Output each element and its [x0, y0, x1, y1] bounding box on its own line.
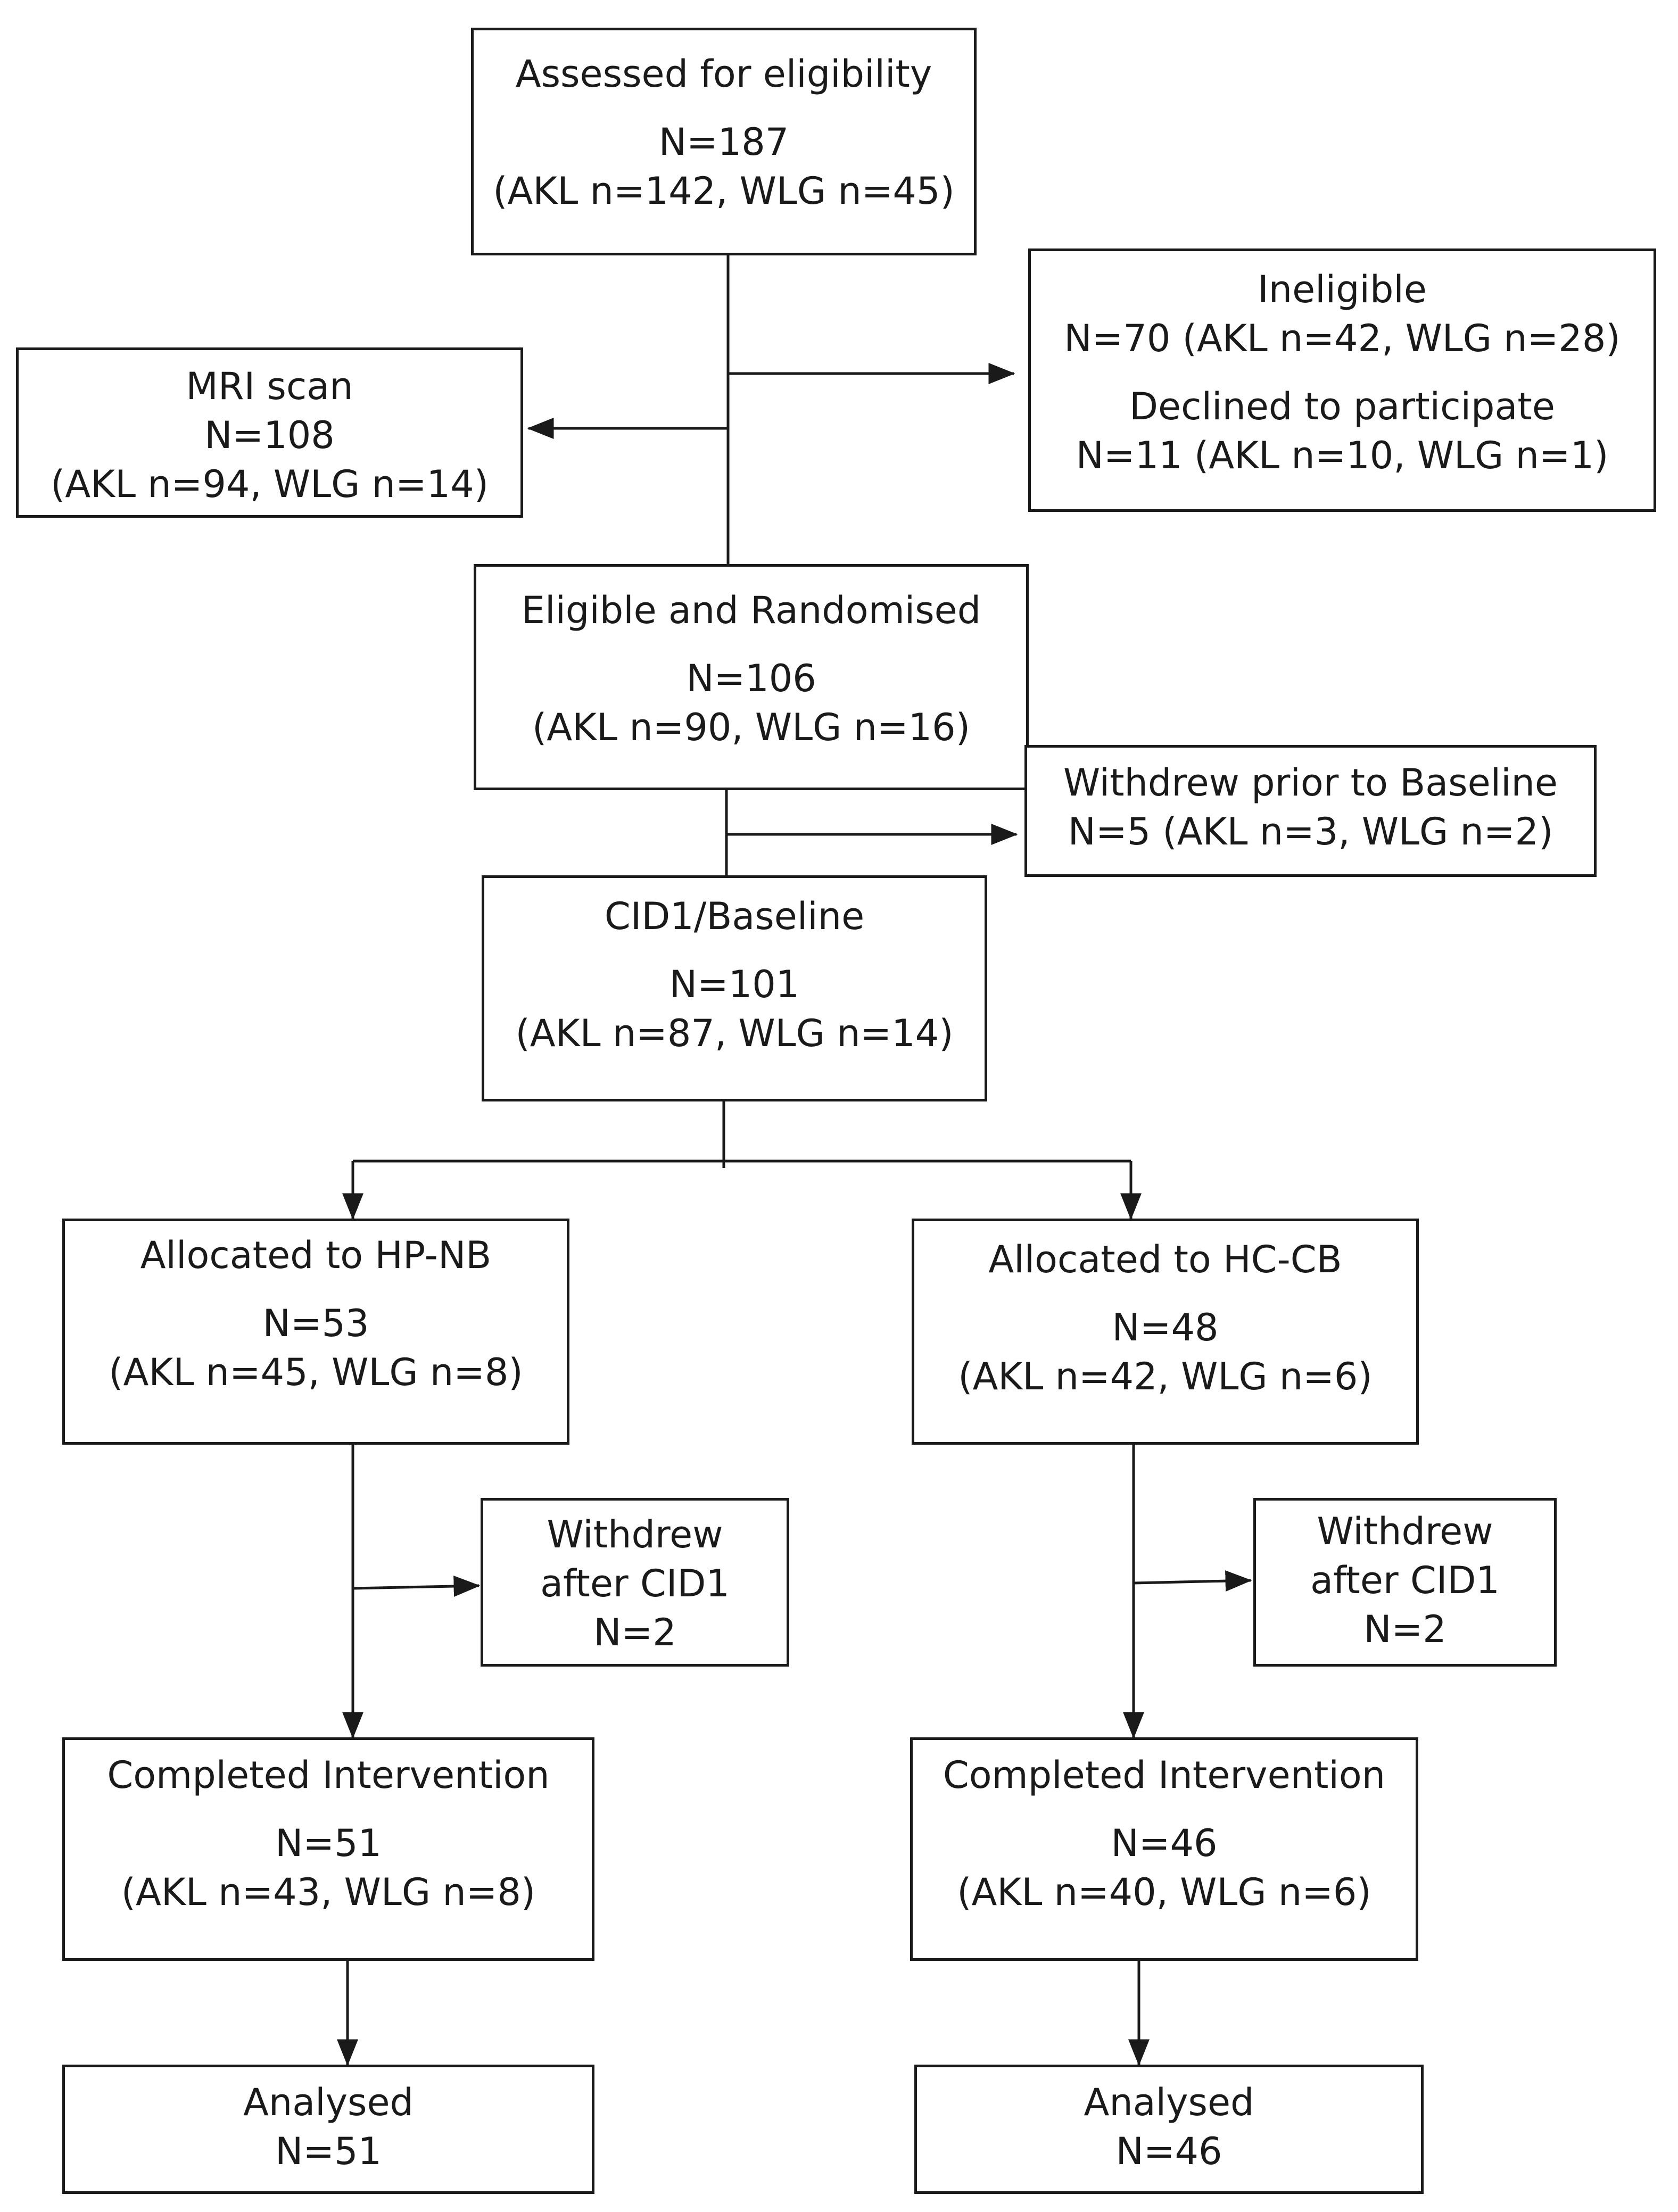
- cid1-split: (AKL n=87, WLG n=14): [515, 1012, 954, 1055]
- assessed-box: Assessed for eligibility N=187 (AKL n=14…: [471, 28, 977, 255]
- hpnb-allocated-box: Allocated to HP-NB N=53 (AKL n=45, WLG n…: [62, 1219, 569, 1445]
- hpnb-withdrew-total: N=2: [593, 1611, 676, 1654]
- hpnb-withdrew-line2: after CID1: [540, 1562, 730, 1605]
- withdrew-baseline-title: Withdrew prior to Baseline: [1063, 761, 1558, 805]
- hccb-withdrew-line1: Withdrew: [1317, 1510, 1493, 1553]
- assessed-title: Assessed for eligibility: [515, 52, 932, 96]
- hccb-completed-box: Completed Intervention N=46 (AKL n=40, W…: [910, 1737, 1418, 1961]
- declined-total: N=11 (AKL n=10, WLG n=1): [1076, 434, 1609, 477]
- hpnb-allocated-title: Allocated to HP-NB: [140, 1233, 492, 1277]
- mri-title: MRI scan: [186, 364, 353, 408]
- hpnb-analysed-total: N=51: [275, 2130, 382, 2173]
- cid1-title: CID1/Baseline: [604, 894, 865, 938]
- hpnb-completed-split: (AKL n=43, WLG n=8): [121, 1870, 536, 1914]
- hpnb-withdrew-line1: Withdrew: [547, 1513, 723, 1556]
- arrow-to-hccb-withdrew: [1133, 1570, 1252, 1592]
- hccb-completed-title: Completed Intervention: [943, 1753, 1386, 1797]
- hccb-withdrew-total: N=2: [1363, 1608, 1446, 1651]
- hccb-withdrew-box: Withdrew after CID1 N=2: [1253, 1498, 1557, 1667]
- eligible-box: Eligible and Randomised N=106 (AKL n=90,…: [474, 564, 1029, 790]
- assessed-split: (AKL n=142, WLG n=45): [493, 169, 955, 213]
- eligible-split: (AKL n=90, WLG n=16): [532, 706, 971, 749]
- cid1-total: N=101: [669, 963, 800, 1006]
- ineligible-total: N=70 (AKL n=42, WLG n=28): [1064, 317, 1621, 360]
- hpnb-allocated-split: (AKL n=45, WLG n=8): [109, 1351, 523, 1394]
- eligible-total: N=106: [686, 657, 816, 700]
- arrow-to-hpnb-withdrew: [352, 1576, 481, 1597]
- hccb-allocated-title: Allocated to HC-CB: [988, 1238, 1342, 1281]
- hccb-allocated-split: (AKL n=42, WLG n=6): [958, 1355, 1373, 1398]
- hpnb-completed-title: Completed Intervention: [107, 1753, 550, 1797]
- ineligible-title: Ineligible: [1258, 268, 1427, 311]
- hpnb-completed-total: N=51: [275, 1821, 382, 1865]
- assessed-total: N=187: [658, 120, 789, 164]
- mri-split: (AKL n=94, WLG n=14): [50, 462, 489, 506]
- hccb-allocated-box: Allocated to HC-CB N=48 (AKL n=42, WLG n…: [912, 1219, 1419, 1445]
- hccb-analysed-title: Analysed: [1084, 2081, 1254, 2124]
- hccb-completed-split: (AKL n=40, WLG n=6): [957, 1870, 1371, 1914]
- ineligible-box: Ineligible N=70 (AKL n=42, WLG n=28) Dec…: [1028, 248, 1656, 512]
- hccb-analysed-box: Analysed N=46: [914, 2065, 1424, 2194]
- hpnb-withdrew-box: Withdrew after CID1 N=2: [481, 1498, 789, 1667]
- withdrew-baseline-total: N=5 (AKL n=3, WLG n=2): [1068, 810, 1553, 854]
- mri-box: MRI scan N=108 (AKL n=94, WLG n=14): [16, 347, 523, 518]
- hccb-completed-total: N=46: [1111, 1821, 1218, 1865]
- declined-title: Declined to participate: [1129, 385, 1555, 428]
- withdrew-baseline-box: Withdrew prior to Baseline N=5 (AKL n=3,…: [1024, 745, 1597, 877]
- hccb-allocated-total: N=48: [1112, 1306, 1219, 1349]
- cid1-box: CID1/Baseline N=101 (AKL n=87, WLG n=14): [482, 875, 987, 1101]
- mri-total: N=108: [204, 413, 335, 457]
- hpnb-allocated-total: N=53: [262, 1302, 369, 1345]
- hpnb-completed-box: Completed Intervention N=51 (AKL n=43, W…: [62, 1737, 594, 1961]
- hpnb-analysed-title: Analysed: [243, 2081, 414, 2124]
- hpnb-analysed-box: Analysed N=51: [62, 2065, 594, 2194]
- hccb-analysed-total: N=46: [1115, 2130, 1222, 2173]
- eligible-title: Eligible and Randomised: [521, 589, 981, 632]
- hccb-withdrew-line2: after CID1: [1310, 1559, 1500, 1602]
